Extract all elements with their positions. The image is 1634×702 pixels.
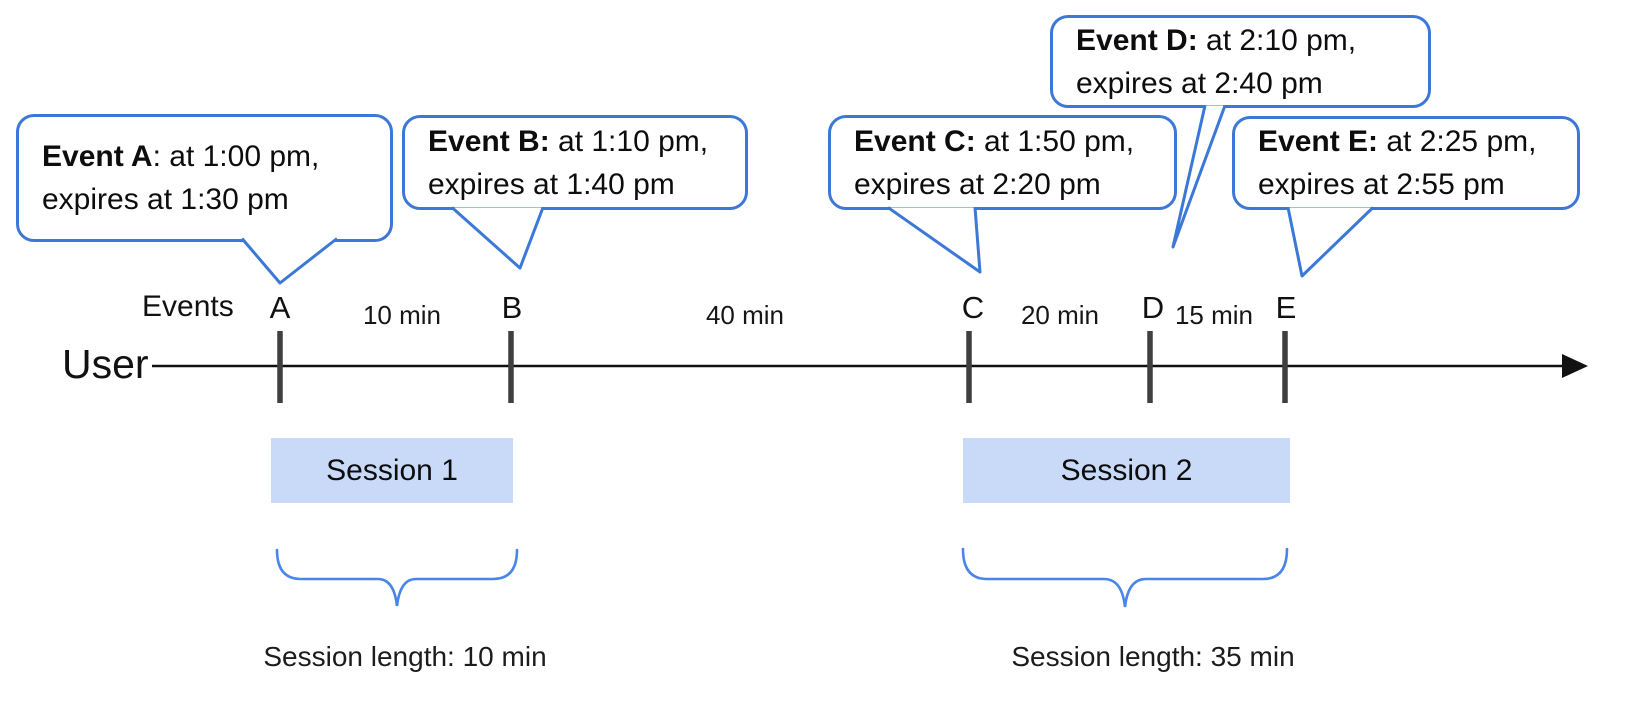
session-1-box: Session 1 (271, 438, 513, 503)
event-c-time: at 1:50 pm, (975, 124, 1135, 158)
event-e-tail (1286, 206, 1375, 278)
arrowhead-icon (1562, 354, 1588, 378)
event-b-time: at 1:10 pm, (549, 124, 709, 158)
event-b-line1: Event B: at 1:10 pm, (428, 120, 727, 163)
tick-label-d: D (1141, 290, 1165, 325)
session-2-label: Session 2 (1060, 453, 1193, 487)
event-d-callout: Event D: at 2:10 pm, expires at 2:40 pm (1050, 15, 1431, 108)
event-d-expiry: expires at 2:40 pm (1076, 66, 1323, 100)
event-b-tail (451, 206, 545, 270)
event-b-callout: Event B: at 1:10 pm, expires at 1:40 pm (402, 115, 748, 210)
event-a-callout: Event A: at 1:00 pm, expires at 1:30 pm (16, 114, 393, 242)
interval-d-e: 15 min (1174, 300, 1254, 330)
session-1-length-label: Session length: 10 min (263, 641, 547, 672)
event-b-title: Event B: (428, 124, 550, 158)
event-c-expiry: expires at 2:20 pm (854, 167, 1101, 201)
event-e-callout: Event E: at 2:25 pm, expires at 2:55 pm (1232, 116, 1580, 210)
events-label: Events (142, 290, 234, 323)
event-c-title: Event C: (854, 124, 976, 158)
event-c-line1: Event C: at 1:50 pm, (854, 120, 1156, 163)
session-2-length-label: Session length: 35 min (1011, 641, 1295, 672)
event-a-line1: Event A: at 1:00 pm, (42, 135, 372, 178)
event-b-expiry: expires at 1:40 pm (428, 167, 675, 201)
session-1-brace (275, 548, 519, 607)
interval-a-b: 10 min (362, 300, 442, 330)
session-2-brace (961, 547, 1289, 608)
event-d-time: at 2:10 pm, (1197, 23, 1357, 57)
event-c-callout: Event C: at 1:50 pm, expires at 2:20 pm (828, 115, 1177, 210)
event-e-title: Event E: (1258, 125, 1379, 158)
interval-b-c: 40 min (705, 300, 785, 330)
event-d-line1: Event D: at 2:10 pm, (1076, 19, 1410, 62)
tick-label-e: E (1275, 290, 1297, 325)
user-label: User (62, 341, 149, 387)
event-d-title: Event D: (1076, 23, 1198, 57)
session-1-label: Session 1 (326, 453, 458, 487)
event-a-title: Event A (42, 140, 153, 173)
event-c-tail (887, 206, 982, 274)
tick-label-c: C (961, 290, 985, 325)
event-a-time: : at 1:00 pm, (152, 140, 320, 173)
event-d-tail (1171, 104, 1227, 249)
event-a-expiry: expires at 1:30 pm (42, 183, 289, 216)
tick-label-a: A (269, 290, 291, 325)
event-a-tail (240, 237, 338, 285)
event-e-expiry: expires at 2:55 pm (1258, 168, 1505, 201)
tick-label-b: B (501, 290, 523, 325)
event-e-line1: Event E: at 2:25 pm, (1258, 120, 1559, 163)
event-e-time: at 2:25 pm, (1378, 125, 1537, 158)
session-2-box: Session 2 (963, 438, 1290, 503)
interval-c-d: 20 min (1020, 300, 1100, 330)
